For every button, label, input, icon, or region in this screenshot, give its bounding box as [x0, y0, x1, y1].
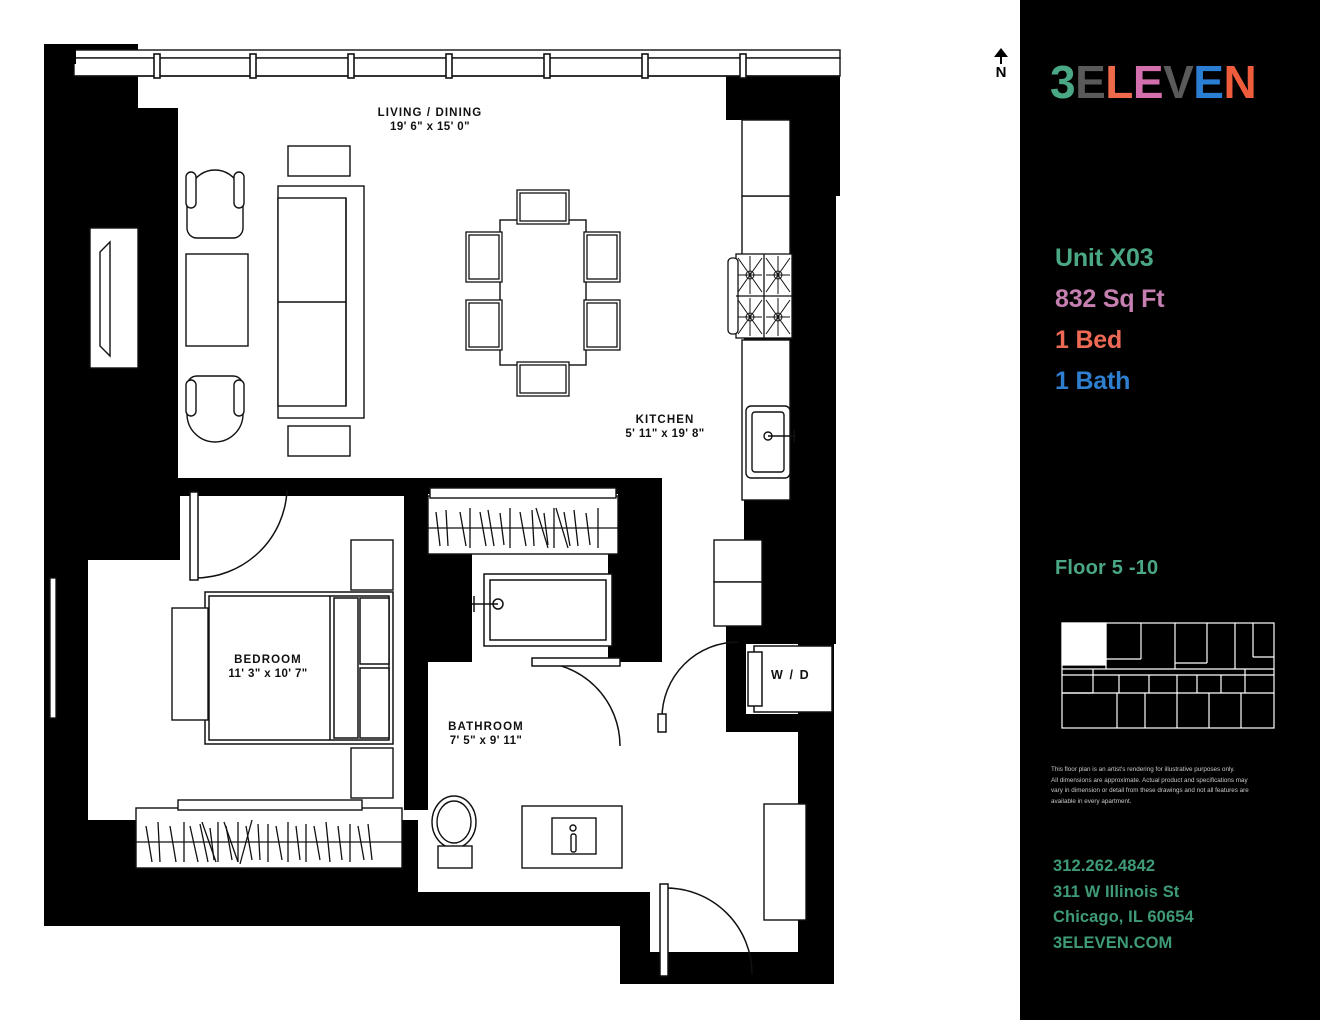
brand-letter-1: E [1075, 56, 1106, 108]
north-stem [1000, 57, 1002, 64]
contact-street: 311 W Illinois St [1053, 882, 1180, 901]
north-label: N [995, 64, 1007, 81]
wd-door [657, 641, 739, 733]
window-wall-top [73, 49, 841, 77]
brand-letter-2: L [1105, 56, 1133, 108]
room-label-bathroom: BATHROOM 7' 5" x 9' 11" [386, 720, 586, 749]
unit-info-block: Unit X03 832 Sq Ft 1 Bed 1 Bath [1055, 238, 1305, 402]
brand-letter-5: E [1193, 56, 1224, 108]
dining-table [499, 219, 587, 366]
closet-upper [427, 487, 619, 555]
unit-beds: 1 Bed [1055, 326, 1123, 354]
disclaimer-line-2: vary in dimension or detail from these d… [1051, 787, 1249, 795]
dining-chairs [465, 189, 621, 397]
brand-letter-4: V [1163, 56, 1194, 108]
nightstand-top [350, 539, 394, 591]
floor-plate-keyplan [1057, 613, 1279, 738]
unit-area: 832 Sq Ft [1055, 285, 1165, 313]
room-name-living-dining: LIVING / DINING [377, 107, 483, 119]
side-table-top [287, 145, 351, 177]
contact-phone[interactable]: 312.262.4842 [1053, 857, 1156, 875]
room-name-kitchen: KITCHEN [635, 414, 695, 426]
bathroom-vanity [521, 805, 623, 869]
room-name-bedroom: BEDROOM [234, 654, 302, 666]
closet-bedroom [135, 799, 403, 869]
unit-name: Unit X03 [1055, 244, 1154, 272]
room-dims-living-dining: 19' 6" x 15' 0" [390, 121, 470, 133]
bathroom-door [531, 657, 621, 747]
entry-door [659, 883, 753, 977]
closet-hangers-upper [428, 507, 618, 549]
media-console [89, 227, 139, 369]
floor-plan-svg [44, 44, 841, 984]
closet-hangers-bedroom [136, 819, 402, 865]
north-arrow-icon [994, 48, 1008, 57]
contact-website[interactable]: 3ELEVEN.COM [1053, 933, 1173, 952]
floor-plan-drawing: LIVING / DINING 19' 6" x 15' 0" KITCHEN … [44, 44, 1019, 984]
brand-letter-3: E [1132, 56, 1164, 108]
brand-letter-6: N [1223, 56, 1257, 108]
armchair-bottom [185, 375, 245, 443]
unit-baths: 1 Bath [1055, 367, 1131, 395]
room-dims-bedroom: 11' 3" x 10' 7" [228, 668, 308, 680]
stove-icon [727, 253, 793, 339]
bedroom-door [189, 489, 288, 581]
washer-dryer-label: W / D [771, 668, 811, 682]
toilet [431, 795, 477, 869]
contact-city: Chicago, IL 60654 [1053, 908, 1194, 926]
room-label-bedroom: BEDROOM 11' 3" x 10' 7" [168, 653, 368, 682]
brand-logo[interactable]: 3ELEVEN [1050, 56, 1257, 108]
info-panel [1020, 0, 1320, 1020]
room-label-kitchen: KITCHEN 5' 11" x 19' 8" [565, 413, 765, 442]
bathtub [472, 573, 613, 647]
room-dims-bathroom: 7' 5" x 9' 11" [449, 735, 523, 747]
armchair-top [185, 169, 245, 239]
contact-block: 312.262.4842 311 W Illinois St Chicago, … [1053, 854, 1303, 956]
room-name-bathroom: BATHROOM [448, 721, 524, 733]
nightstand-bottom [350, 747, 394, 799]
nightstand-left [171, 607, 209, 721]
brand-letter-0: 3 [1050, 56, 1076, 108]
floor-range-label: Floor 5 -10 [1055, 557, 1159, 579]
sofa [277, 185, 365, 419]
washer-dryer [747, 645, 833, 713]
north-indicator: N [983, 48, 1019, 94]
room-dims-kitchen: 5' 11" x 19' 8" [625, 428, 705, 440]
keyplan-highlight [1062, 623, 1106, 665]
disclaimer-line-3: available in every apartment. [1051, 797, 1132, 805]
disclaimer-line-0: This floor plan is an artist's rendering… [1051, 766, 1235, 773]
window-mullions [153, 53, 747, 79]
window-left [49, 577, 57, 719]
disclaimer-text: This floor plan is an artist's rendering… [1051, 765, 1279, 807]
side-table-bottom [287, 425, 351, 457]
bed [204, 591, 394, 745]
disclaimer-line-1: All dimensions are approximate. Actual p… [1051, 776, 1248, 784]
kitchen-sink-icon [745, 405, 796, 479]
entry-closet [763, 803, 807, 921]
coffee-table [185, 253, 249, 347]
room-label-living-dining: LIVING / DINING 19' 6" x 15' 0" [310, 106, 550, 135]
